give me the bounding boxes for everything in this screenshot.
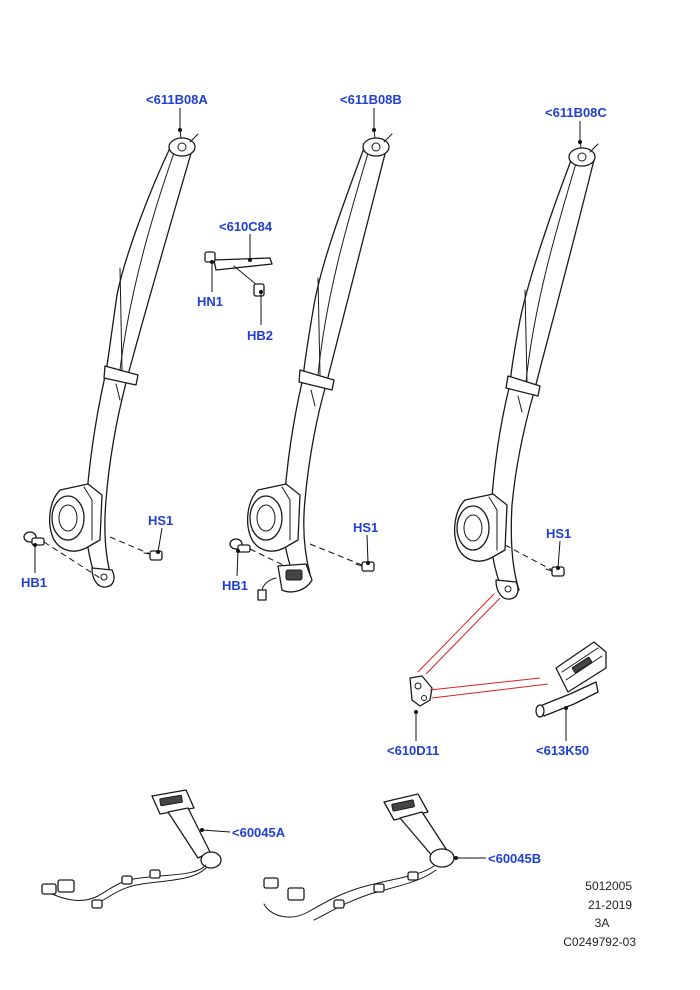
assembly-line-a2 bbox=[109, 536, 151, 555]
bolt-hb1-a bbox=[23, 531, 45, 546]
callout-hs1-a: HS1 bbox=[148, 513, 173, 528]
callout-belt-a: <611B08A bbox=[146, 92, 208, 107]
assembly-line-c bbox=[504, 544, 553, 571]
assembly-line-a bbox=[43, 541, 101, 579]
meta-line-3: 3A bbox=[595, 916, 610, 930]
bracket-part bbox=[409, 675, 433, 707]
red-leader-lines bbox=[417, 593, 549, 699]
callout-buckle-a: <60045A bbox=[232, 825, 286, 840]
seat-belt-assembly-c bbox=[454, 139, 599, 600]
buckle-assembly-a bbox=[41, 789, 222, 909]
callout-hb1-b: HB1 bbox=[222, 578, 248, 593]
meta-line-4: C0249792-03 bbox=[563, 935, 636, 949]
belt-guide-part bbox=[204, 251, 273, 297]
seat-belt-assembly-a bbox=[49, 129, 199, 588]
callout-buckle-b: <60045B bbox=[488, 851, 541, 866]
callout-guide: <610C84 bbox=[219, 219, 273, 234]
callout-hn1: HN1 bbox=[197, 294, 223, 309]
callout-hs1-c: HS1 bbox=[546, 526, 571, 541]
rail-part bbox=[535, 641, 607, 718]
meta-line-2: 21-2019 bbox=[588, 898, 632, 912]
bolt-hb1-b bbox=[229, 538, 251, 553]
callout-belt-c: <611B08C bbox=[545, 105, 607, 120]
bolt-hs1-c bbox=[545, 566, 565, 577]
callout-leaders bbox=[33, 108, 582, 860]
callout-rail: <613K50 bbox=[536, 743, 589, 758]
callout-hb2: HB2 bbox=[247, 328, 273, 343]
callout-bracket: <610D11 bbox=[387, 743, 439, 758]
assembly-line-b2 bbox=[309, 543, 363, 566]
callout-belt-b: <611B08B bbox=[340, 92, 402, 107]
callout-hb1-a: HB1 bbox=[21, 575, 47, 590]
meta-line-1: 5012005 bbox=[585, 879, 632, 893]
callout-hs1-b: HS1 bbox=[353, 520, 378, 535]
seat-belt-assembly-b bbox=[247, 129, 393, 601]
buckle-assembly-b bbox=[263, 793, 455, 921]
assembly-line-b bbox=[249, 548, 286, 567]
